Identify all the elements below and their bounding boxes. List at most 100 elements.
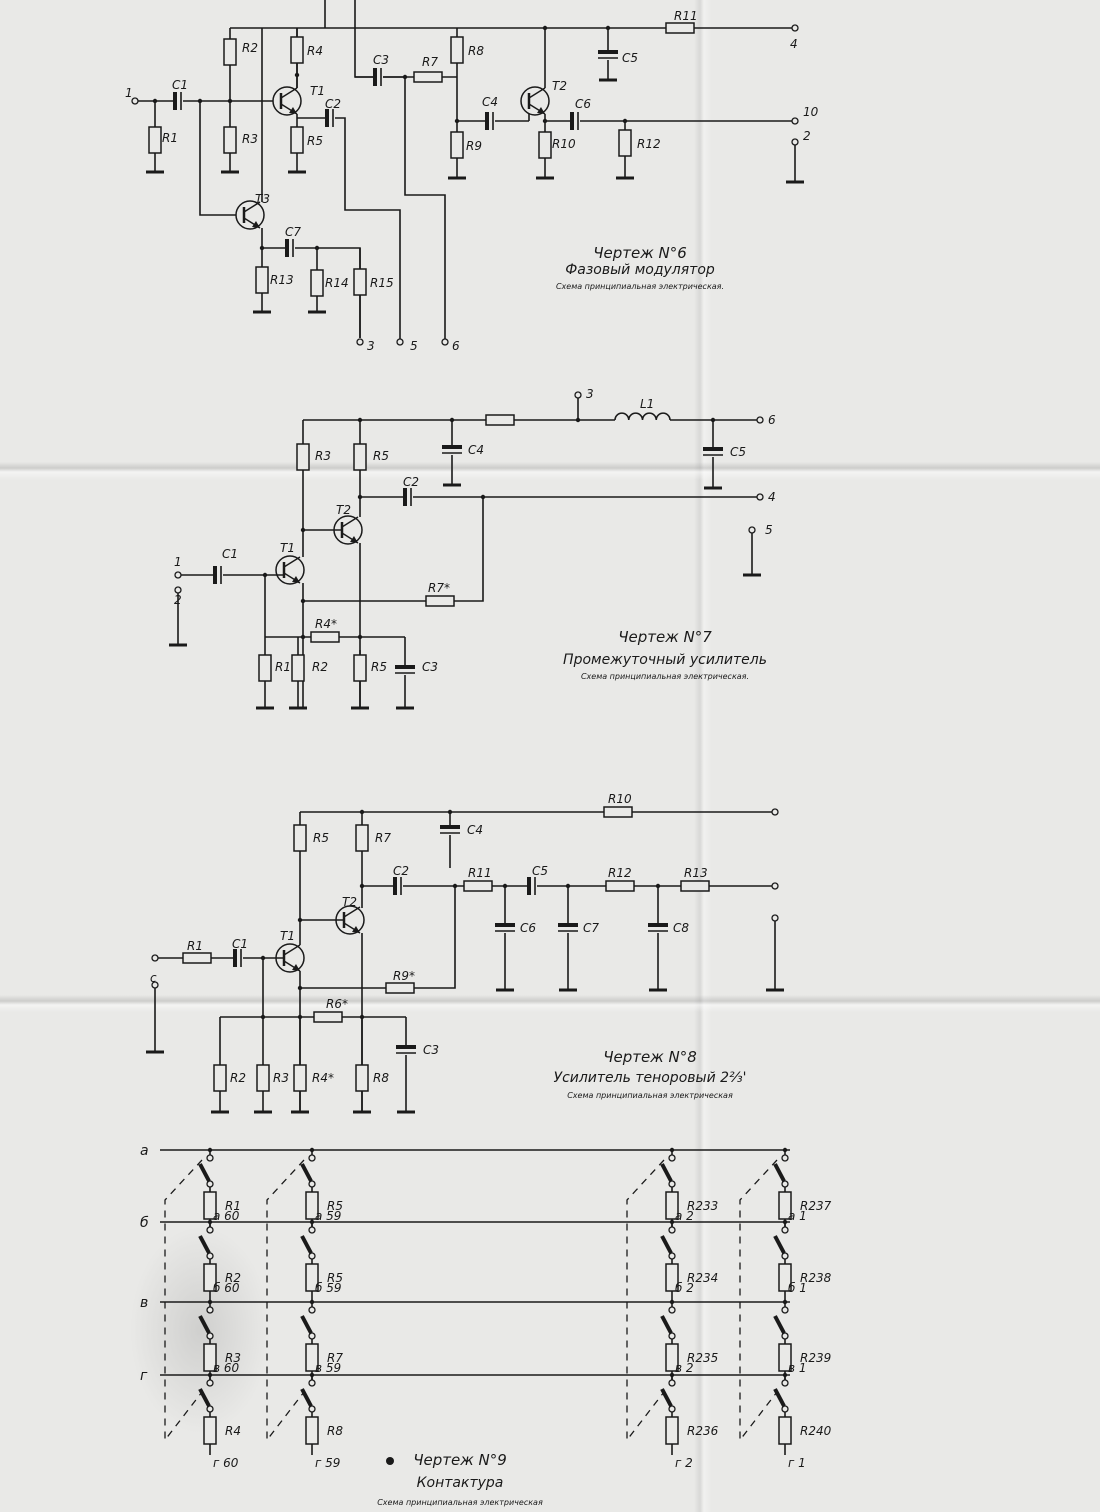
terminal — [756, 416, 764, 424]
capacitor-plate — [485, 112, 489, 130]
transistor-collector — [343, 906, 361, 918]
switch-contact — [668, 1226, 676, 1234]
capacitor-plate — [213, 566, 217, 584]
switch-contact — [308, 1379, 316, 1387]
component-label: R2 — [230, 1071, 246, 1085]
component-label: C4 — [467, 823, 483, 837]
capacitor-plate — [393, 877, 397, 895]
junction-dot — [359, 883, 365, 889]
switch-contact — [206, 1379, 214, 1387]
rail-label: г — [140, 1368, 148, 1384]
component-label: R237 — [800, 1199, 832, 1213]
switch-blade — [300, 1315, 313, 1334]
resistor — [203, 1416, 217, 1445]
component-label: R8 — [327, 1424, 343, 1438]
switch-contact — [668, 1379, 676, 1387]
transistor-collector — [283, 556, 301, 568]
capacitor-plate — [442, 445, 462, 449]
resistor — [293, 824, 307, 852]
component-label: R238 — [800, 1271, 832, 1285]
switch-contact — [308, 1180, 316, 1188]
component-label: R6* — [326, 997, 348, 1011]
transistor — [275, 555, 305, 585]
resistor — [353, 268, 367, 296]
capacitor-plate — [703, 447, 723, 451]
mechanical-linkage — [164, 1159, 203, 1442]
component-label: R2 — [312, 660, 328, 674]
capacitor-plate — [648, 923, 668, 927]
switch-contact — [206, 1226, 214, 1234]
resistor — [680, 880, 710, 892]
component-label: R234 — [687, 1271, 718, 1285]
transistor-arrow — [350, 536, 358, 543]
switch-blade — [660, 1388, 673, 1407]
component-label: C5 — [622, 51, 638, 65]
transistor-arrow — [252, 221, 260, 228]
output-label: г 2 — [675, 1456, 693, 1470]
wire — [303, 497, 484, 602]
transistor-arrow — [352, 926, 360, 933]
resistor — [223, 126, 237, 154]
switch-contact — [308, 1332, 316, 1340]
output-label: а 2 — [675, 1209, 694, 1223]
output-label: в 59 — [315, 1361, 341, 1375]
switch-blade — [300, 1388, 313, 1407]
transistor-collector — [341, 516, 359, 528]
switch-blade — [773, 1388, 786, 1407]
terminal — [771, 808, 779, 816]
junction-dot — [449, 417, 455, 423]
resistor — [203, 1191, 217, 1220]
component-label: R3 — [242, 132, 258, 146]
component-label: R2 — [242, 41, 258, 55]
component-label: R12 — [608, 866, 632, 880]
switch-contact — [206, 1252, 214, 1260]
output-label: а 59 — [315, 1209, 341, 1223]
drawing-name: Фазовый модулятор — [565, 262, 715, 278]
component-label: C2 — [325, 97, 341, 111]
component-label: R4 — [225, 1424, 241, 1438]
component-label: R7 — [375, 831, 391, 845]
output-label: г 60 — [213, 1456, 239, 1470]
output-label: в 1 — [788, 1361, 807, 1375]
switch-contact — [781, 1306, 789, 1314]
switch-contact — [668, 1154, 676, 1162]
switch-contact — [308, 1226, 316, 1234]
capacitor-plate — [395, 665, 415, 669]
terminal-label: 10 — [803, 105, 819, 119]
capacitor-gap — [442, 445, 462, 455]
terminal — [174, 571, 182, 579]
resistor — [778, 1263, 792, 1292]
capacitor-gap — [570, 112, 580, 130]
switch-blade — [773, 1163, 786, 1182]
mechanical-linkage — [626, 1159, 665, 1442]
junction-dot — [542, 25, 548, 31]
resistor — [313, 1011, 343, 1023]
switch-contact — [781, 1226, 789, 1234]
terminal — [131, 97, 139, 105]
junction-dot — [357, 634, 363, 640]
junction-dot — [262, 572, 268, 578]
output-label: в 2 — [675, 1361, 694, 1375]
wire — [199, 101, 244, 216]
transistor-collector — [243, 201, 261, 213]
switch-contact — [668, 1306, 676, 1314]
output-label: б 1 — [788, 1281, 807, 1295]
capacitor-plate — [598, 50, 618, 54]
terminal-label: 5 — [765, 523, 773, 537]
switch-contact — [781, 1405, 789, 1413]
terminal — [771, 914, 779, 922]
rail-label: б — [140, 1215, 149, 1231]
component-label: R12 — [637, 137, 661, 151]
resistor — [385, 982, 415, 994]
junction-dot — [300, 598, 306, 604]
component-label: R8 — [468, 44, 484, 58]
drawing-name: Контактура — [417, 1475, 504, 1491]
resistor — [665, 1343, 679, 1372]
component-label: R236 — [687, 1424, 719, 1438]
resistor — [665, 22, 695, 34]
terminal-label: 3 — [586, 387, 594, 401]
component-label: R7 — [327, 1351, 343, 1365]
junction-dot — [294, 72, 300, 78]
terminal — [151, 954, 159, 962]
